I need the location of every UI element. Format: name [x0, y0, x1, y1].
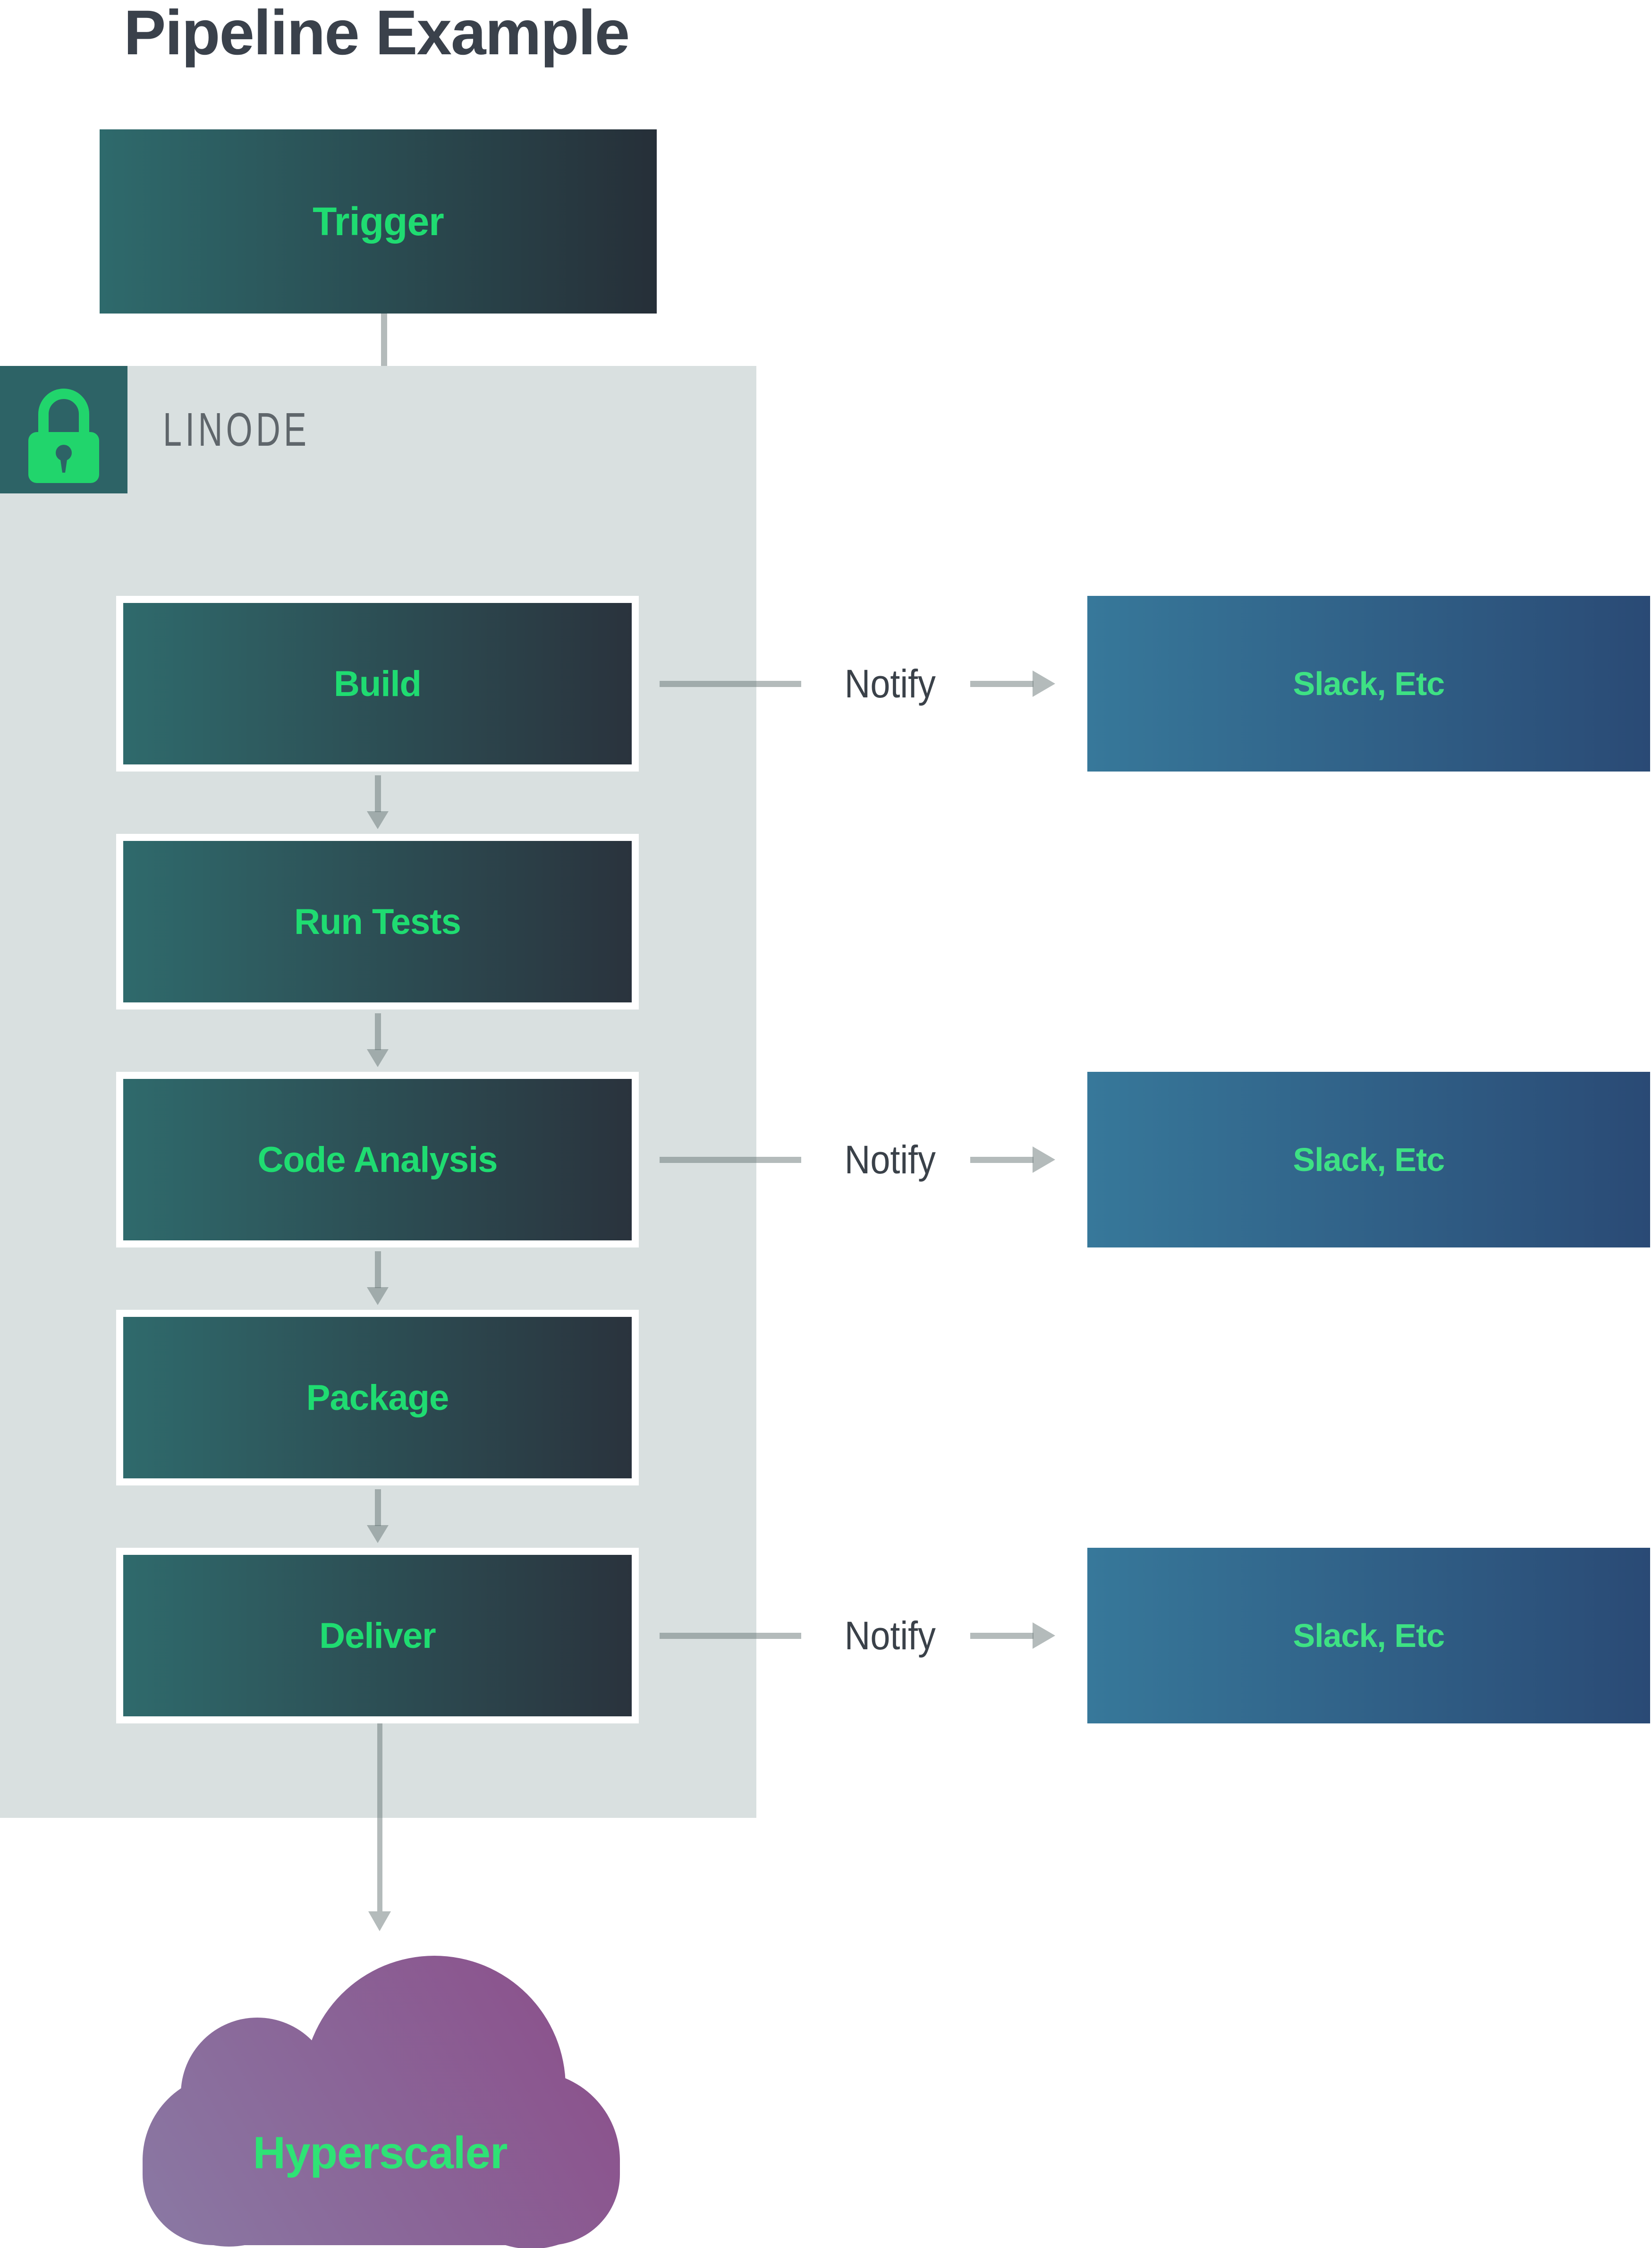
notify-target-box-build: Slack, Etc: [1087, 596, 1650, 772]
trigger-box: Trigger: [100, 129, 657, 314]
stage-box-fill: [123, 603, 632, 764]
notify-arrow: [970, 1633, 1034, 1639]
arrow-head: [367, 1287, 389, 1305]
stage-box-package: Package: [116, 1310, 639, 1485]
stage-label: Code Analysis: [257, 1139, 498, 1180]
notify-arrow: [970, 1157, 1034, 1163]
notify-connector-line: [660, 681, 801, 687]
stage-box-fill: [123, 841, 632, 1002]
stage-box-fill: [123, 1555, 632, 1716]
cloud-label: Hyperscaler: [253, 2128, 508, 2178]
notify-target-box-code-analysis: Slack, Etc: [1087, 1072, 1650, 1247]
arrow-deliver-to-hyperscaler: [377, 1723, 382, 1911]
lock-icon: [28, 389, 99, 483]
arrow-head: [367, 1525, 389, 1543]
notify-label-wrap: Notify: [817, 655, 963, 712]
page-title: Pipeline Example: [124, 0, 630, 68]
stage-label: Build: [334, 663, 422, 704]
stage-box-build: Build: [116, 596, 639, 772]
notify-label: Notify: [844, 661, 936, 706]
trigger-label: Trigger: [313, 199, 444, 244]
notify-target-label: Slack, Etc: [1293, 665, 1445, 702]
notify-target-box-deliver: Slack, Etc: [1087, 1548, 1650, 1723]
stage-box-run-tests: Run Tests: [116, 834, 639, 1009]
arrow-head: [1033, 1146, 1055, 1173]
cloud-label-wrap: Hyperscaler: [132, 2122, 628, 2184]
stage-label: Deliver: [319, 1615, 436, 1656]
lock-badge: [0, 366, 127, 493]
arrow-head: [368, 1911, 391, 1931]
stage-box-deliver: Deliver: [116, 1548, 639, 1723]
group-label: LINODE: [163, 403, 310, 456]
notify-target-label: Slack, Etc: [1293, 1141, 1445, 1178]
arrow-build-to-run-tests: [375, 775, 381, 812]
arrow-head: [1033, 670, 1055, 697]
notify-arrow: [970, 681, 1034, 687]
arrow-run-tests-to-code-analysis: [375, 1013, 381, 1050]
stage-box-fill: [123, 1079, 632, 1240]
notify-target-label: Slack, Etc: [1293, 1617, 1445, 1654]
arrow-package-to-deliver: [375, 1489, 381, 1526]
stage-box-fill: [123, 1317, 632, 1478]
stage-box-code-analysis: Code Analysis: [116, 1072, 639, 1247]
notify-connector-line: [660, 1157, 801, 1163]
notify-label: Notify: [844, 1137, 936, 1182]
stage-label: Package: [306, 1377, 449, 1418]
arrow-head: [367, 1049, 389, 1067]
arrow-head: [367, 811, 389, 829]
notify-label: Notify: [844, 1613, 936, 1658]
stage-label: Run Tests: [294, 901, 461, 942]
group-label-wrap: LINODE: [163, 405, 367, 454]
arrow-code-analysis-to-package: [375, 1251, 381, 1288]
cloud-shape: [143, 1956, 620, 2248]
notify-label-wrap: Notify: [817, 1607, 963, 1664]
arrow-head: [1033, 1622, 1055, 1649]
notify-connector-line: [660, 1633, 801, 1639]
notify-label-wrap: Notify: [817, 1131, 963, 1188]
